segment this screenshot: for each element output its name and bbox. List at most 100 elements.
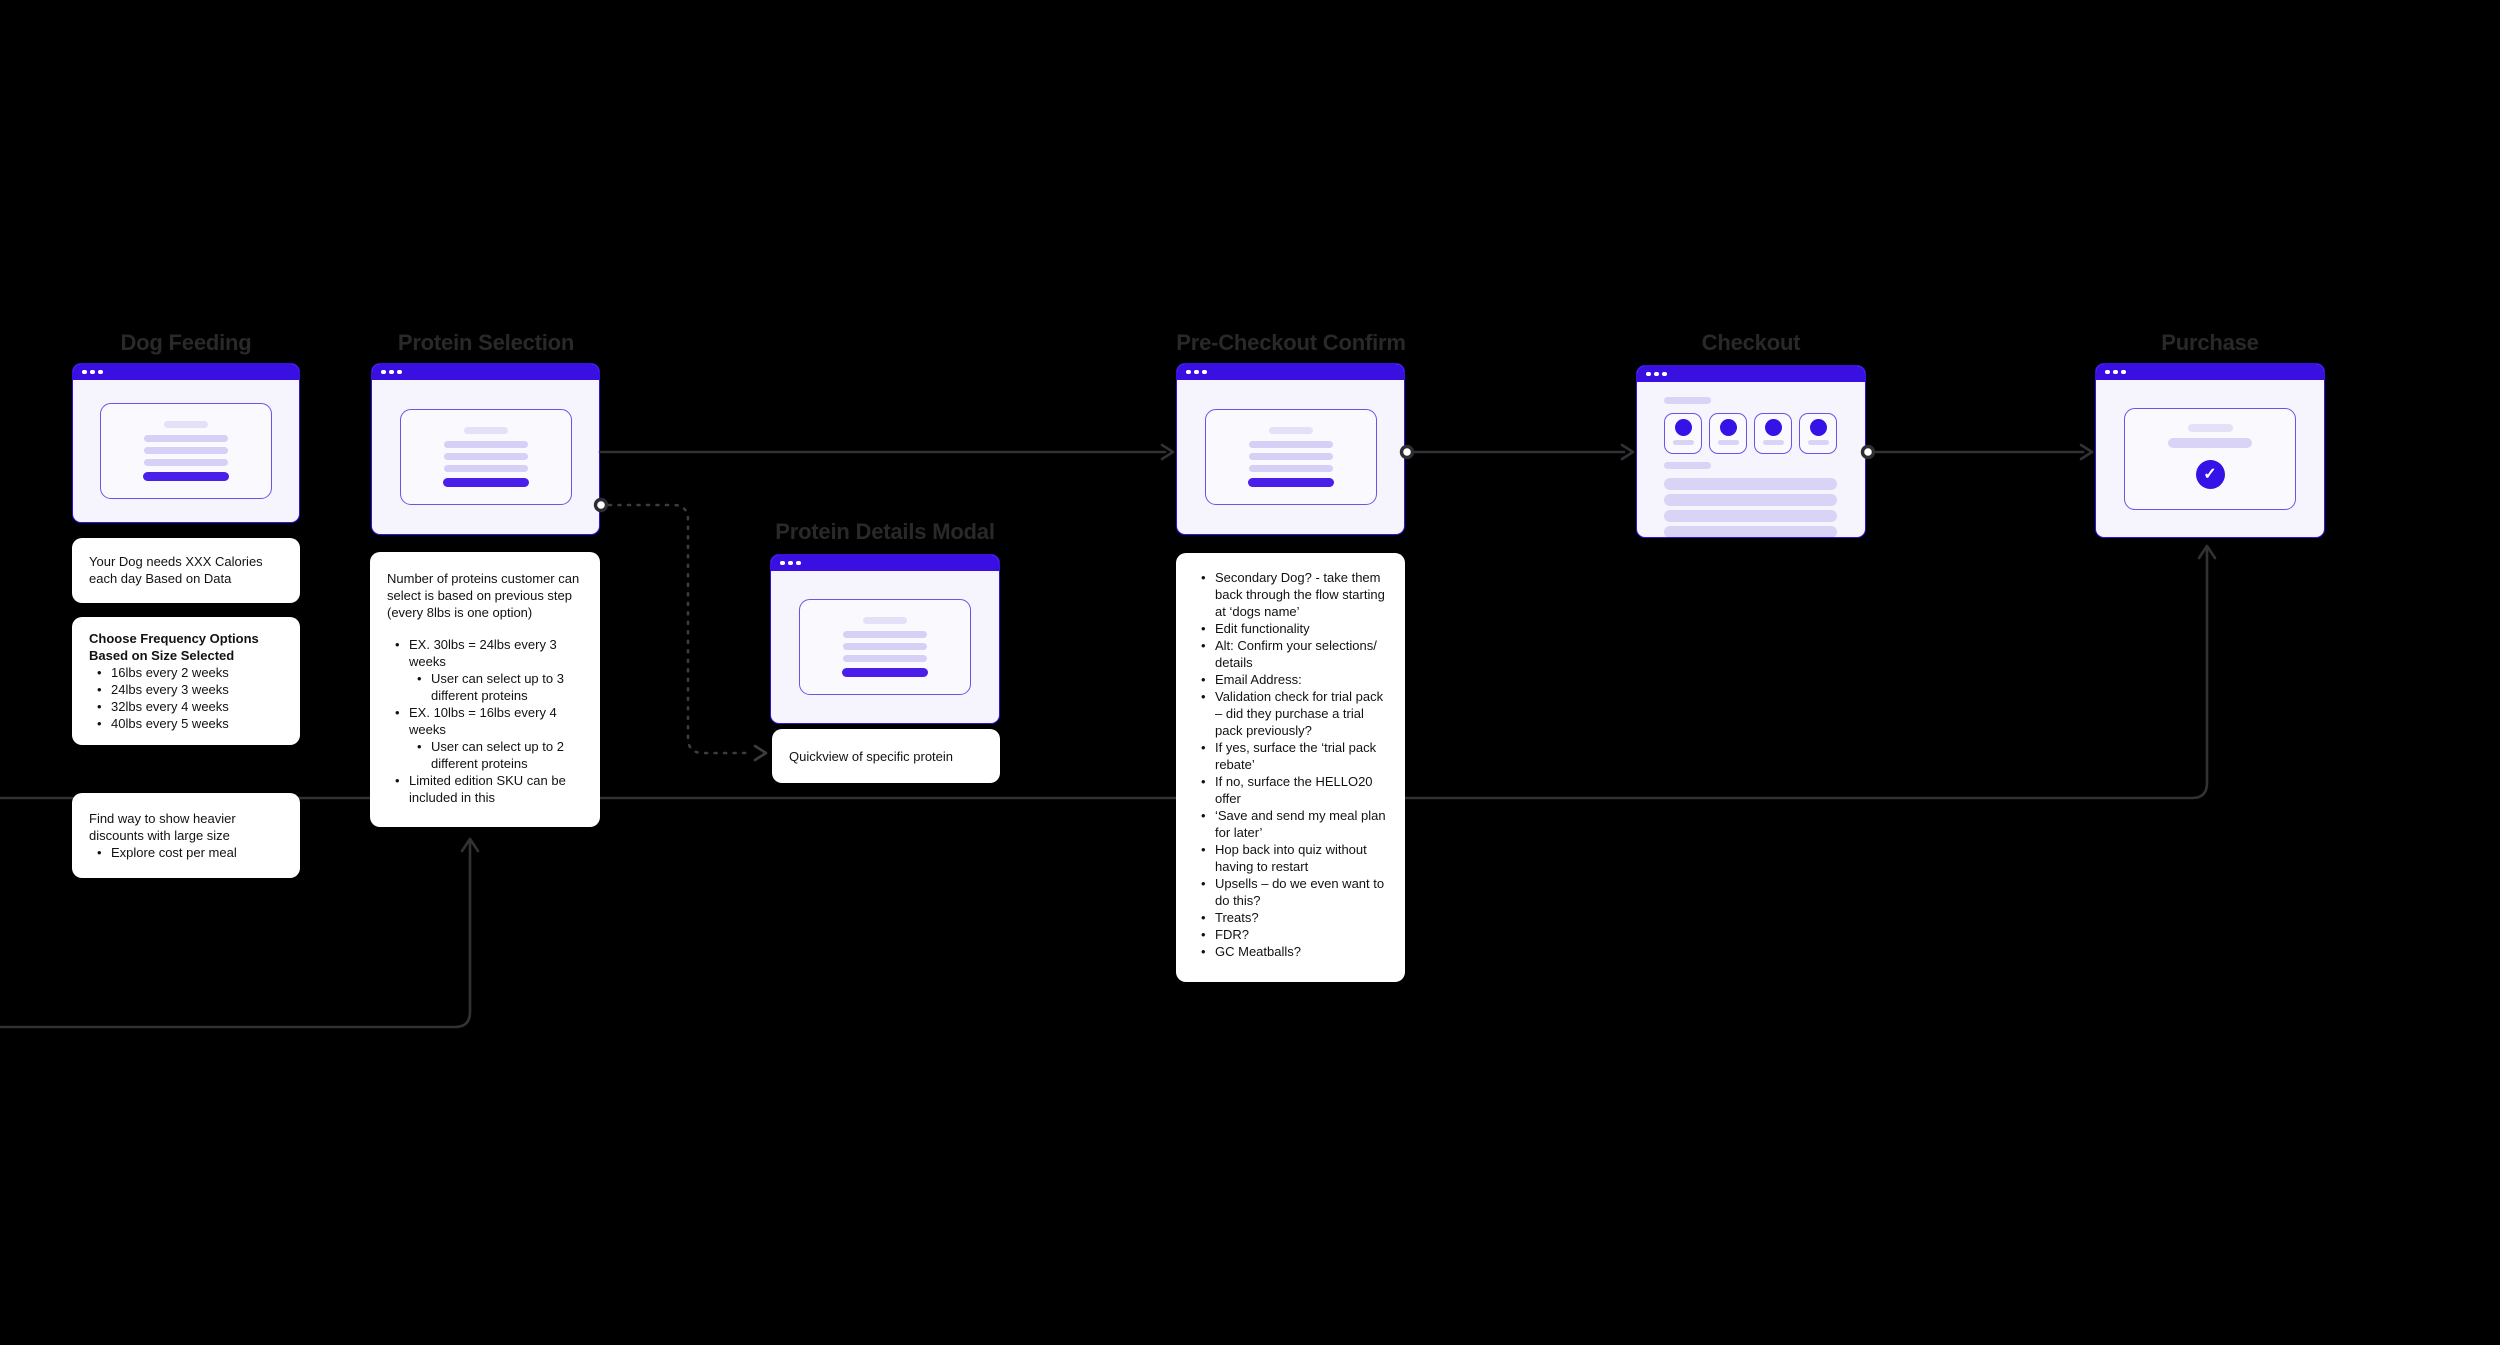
step-title-dog-feeding: Dog Feeding <box>120 330 252 355</box>
window-body <box>1637 382 1865 537</box>
traffic-light-dot-icon <box>796 560 801 566</box>
note-title: Choose Frequency Options Based on Size S… <box>89 631 259 663</box>
option-swatch-icon <box>1719 419 1737 436</box>
skeleton-field <box>1664 478 1837 490</box>
note-bullet: 40lbs every 5 weeks <box>89 715 288 732</box>
traffic-light-dot-icon <box>1202 369 1207 375</box>
skeleton-line <box>164 421 208 429</box>
skeleton-line <box>443 464 528 473</box>
step-title-protein-selection: Protein Selection <box>397 330 575 355</box>
option-card <box>1754 413 1792 454</box>
note-pre-checkout-details[interactable]: Secondary Dog? - take them back through … <box>1176 553 1405 982</box>
step-title-purchase: Purchase <box>2161 330 2259 355</box>
window-body <box>1177 380 1404 534</box>
traffic-light-dot-icon <box>2105 369 2110 375</box>
window-body: ✓ <box>2096 380 2324 537</box>
note-sub-bullet: User can select up to 3 different protei… <box>387 670 588 704</box>
browser-window-protein-selection[interactable] <box>371 363 600 535</box>
traffic-light-dot-icon <box>90 369 95 375</box>
skeleton-label-line <box>1664 397 1711 404</box>
content-placeholder-card <box>799 599 971 695</box>
browser-window-protein-details-modal[interactable] <box>770 554 1000 724</box>
skeleton-cta-line <box>842 668 928 677</box>
check-icon: ✓ <box>2195 459 2225 489</box>
confirmation-card: ✓ <box>2124 407 2296 510</box>
window-titlebar <box>1177 364 1404 380</box>
traffic-light-dot-icon <box>397 369 402 375</box>
arrowhead-icon <box>460 837 480 853</box>
traffic-light-dot-icon <box>2121 369 2126 375</box>
note-bullet: Treats? <box>1193 909 1393 926</box>
note-bullet: EX. 30lbs = 24lbs every 3 weeks <box>387 636 588 670</box>
loop-connector-to-protein-note <box>0 839 472 1029</box>
window-body <box>73 380 299 522</box>
browser-window-pre-checkout[interactable] <box>1176 363 1405 535</box>
note-bullet: Email Address: <box>1193 671 1393 688</box>
note-bullet: GC Meatballs? <box>1193 943 1393 960</box>
skeleton-field <box>1664 526 1837 537</box>
browser-window-purchase[interactable]: ✓ <box>2095 363 2325 538</box>
skeleton-line <box>843 654 927 663</box>
traffic-light-dot-icon <box>1194 369 1199 375</box>
skeleton-line <box>1807 440 1829 445</box>
window-titlebar <box>771 555 999 571</box>
window-body <box>372 380 599 534</box>
note-bullet: Hop back into quiz without having to res… <box>1193 841 1393 875</box>
note-bullet: Limited edition SKU can be included in t… <box>387 772 588 806</box>
note-frequency-options[interactable]: Choose Frequency Options Based on Size S… <box>72 617 300 745</box>
skeleton-line <box>443 440 528 449</box>
window-body <box>771 571 999 723</box>
option-card <box>1664 413 1702 454</box>
skeleton-line <box>463 427 508 435</box>
product-option-cards <box>1664 413 1837 454</box>
note-quickview[interactable]: Quickview of specific protein <box>772 729 1000 783</box>
skeleton-line <box>2187 423 2233 432</box>
form-field-rows <box>1664 478 1837 537</box>
note-protein-count-rules[interactable]: Number of proteins customer can select i… <box>370 552 600 827</box>
browser-window-dog-feeding[interactable] <box>72 363 300 523</box>
step-title-checkout: Checkout <box>1701 330 1801 355</box>
note-bullet: FDR? <box>1193 926 1393 943</box>
skeleton-line <box>144 446 228 455</box>
traffic-light-dot-icon <box>780 560 785 566</box>
browser-window-checkout[interactable] <box>1636 365 1866 538</box>
note-text: Number of proteins customer can select i… <box>387 571 580 620</box>
skeleton-line <box>1248 452 1333 461</box>
note-bullet: 32lbs every 4 weeks <box>89 698 288 715</box>
option-card <box>1709 413 1747 454</box>
skeleton-label-line <box>1664 462 1711 469</box>
note-text: Your Dog needs XXX Calories each day Bas… <box>89 554 263 586</box>
window-titlebar <box>1637 366 1865 382</box>
skeleton-line <box>1672 440 1694 445</box>
skeleton-line <box>1717 440 1739 445</box>
option-swatch-icon <box>1674 419 1692 436</box>
skeleton-line <box>1762 440 1784 445</box>
traffic-light-dot-icon <box>2113 369 2118 375</box>
note-bullet: 24lbs every 3 weeks <box>89 681 288 698</box>
note-calories[interactable]: Your Dog needs XXX Calories each day Bas… <box>72 538 300 603</box>
note-text: Quickview of specific protein <box>789 748 954 764</box>
note-heavier-discounts[interactable]: Find way to show heavier discounts with … <box>72 793 300 878</box>
skeleton-line <box>843 642 927 651</box>
skeleton-cta-line <box>143 472 229 481</box>
skeleton-line <box>443 452 528 461</box>
traffic-light-dot-icon <box>1186 369 1191 375</box>
note-bullet: Upsells – do we even want to do this? <box>1193 875 1393 909</box>
skeleton-cta-line <box>442 478 529 487</box>
note-text: Find way to show heavier discounts with … <box>89 811 236 843</box>
skeleton-cta-line <box>1247 478 1334 487</box>
note-bullet: If yes, surface the ‘trial pack rebate’ <box>1193 739 1393 773</box>
skeleton-line <box>843 630 927 639</box>
note-bullet: 16lbs every 2 weeks <box>89 664 288 681</box>
skeleton-field <box>1664 510 1837 522</box>
window-titlebar <box>372 364 599 380</box>
note-bullet: ‘Save and send my meal plan for later’ <box>1193 807 1393 841</box>
window-titlebar <box>73 364 299 380</box>
note-sub-bullet: User can select up to 2 different protei… <box>387 738 588 772</box>
traffic-light-dot-icon <box>1646 371 1651 377</box>
content-placeholder-card <box>100 403 272 499</box>
note-bullet: Edit functionality <box>1193 620 1393 637</box>
note-bullet: Validation check for trial pack – did th… <box>1193 688 1393 739</box>
traffic-light-dot-icon <box>1662 371 1667 377</box>
